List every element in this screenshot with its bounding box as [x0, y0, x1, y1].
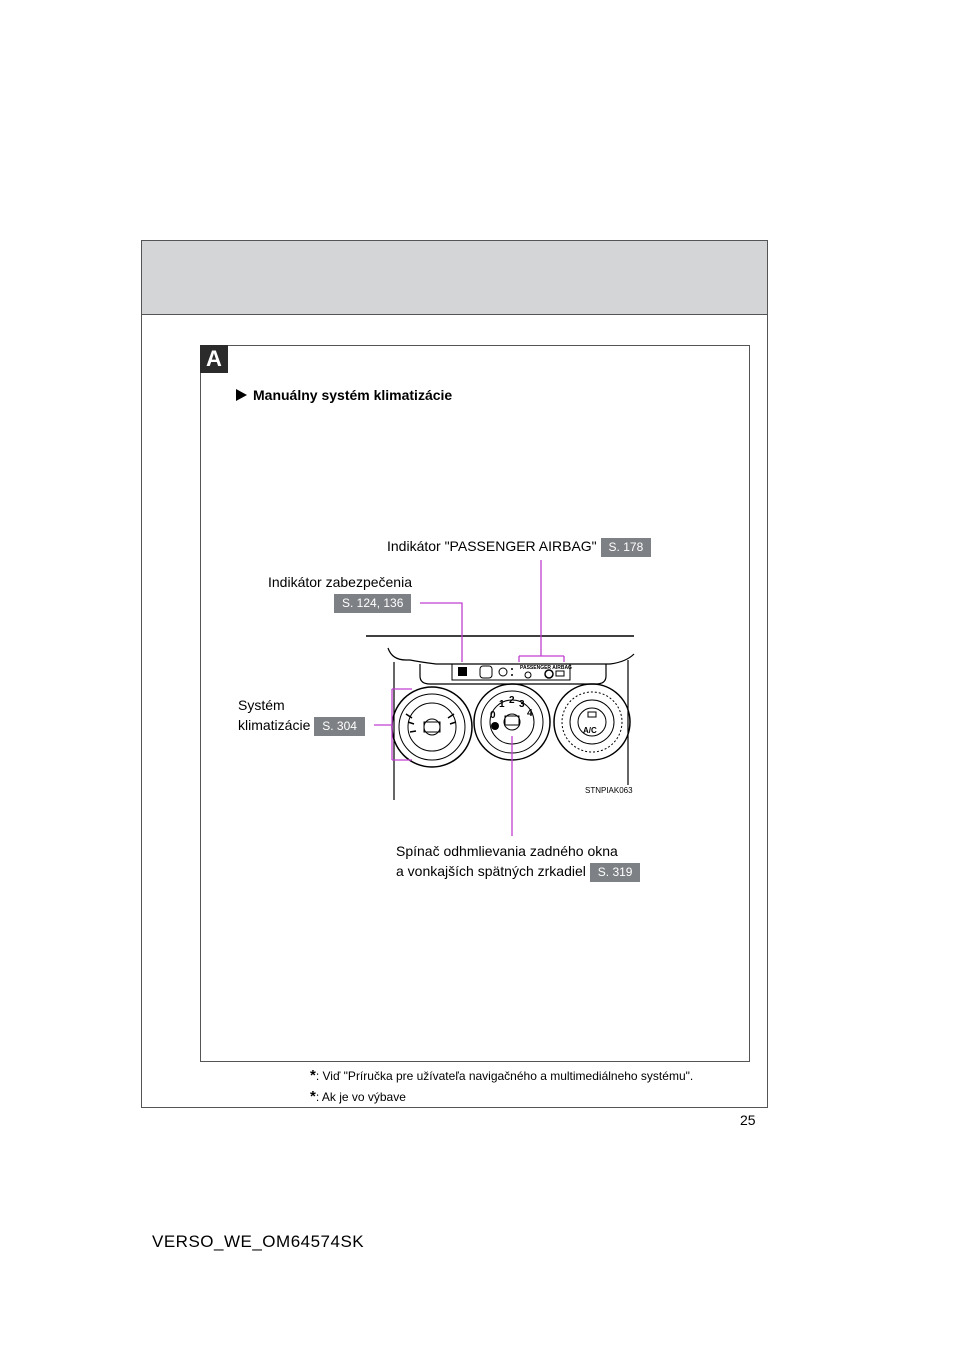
callout-climate-line2: klimatizácie [238, 717, 311, 733]
section-letter: A [200, 345, 228, 373]
triangle-bullet-icon [236, 389, 247, 401]
callout-defogger-line1: Spínač odhmlievania zadného okna [396, 843, 618, 859]
ref-badge-defogger: S. 319 [589, 862, 641, 882]
section-heading: Manuálny systém klimatizácie [236, 387, 452, 403]
heading-text: Manuálny systém klimatizácie [253, 387, 453, 403]
header-band [142, 241, 767, 315]
page-number: 25 [740, 1112, 756, 1128]
callout-defogger-line2: a vonkajších spätných zrkadiel [396, 863, 586, 879]
page-frame [141, 240, 768, 1108]
ref-badge-airbag: S. 178 [600, 537, 652, 557]
footnote-1: *: Viď "Príručka pre užívateľa navigačné… [310, 1067, 693, 1084]
footnote-2-mark: * [310, 1088, 316, 1105]
callout-security-label: Indikátor zabezpečenia [268, 574, 412, 590]
footnote-2-text: : Ak je vo výbave [315, 1090, 406, 1104]
footnote-2: *: Ak je vo výbave [310, 1088, 406, 1105]
callout-security-ref-wrap: S. 124, 136 [334, 593, 412, 613]
section-box [200, 345, 750, 1062]
document-code: VERSO_WE_OM64574SK [152, 1232, 365, 1251]
footnote-1-text: : Viď "Príručka pre užívateľa navigačnéh… [315, 1069, 694, 1083]
callout-defogger: a vonkajších spätných zrkadiel S. 319 [396, 862, 641, 882]
callout-airbag: Indikátor "PASSENGER AIRBAG" S. 178 [387, 537, 652, 557]
callout-airbag-label: Indikátor "PASSENGER AIRBAG" [387, 538, 597, 554]
callout-climate-line1: Systém [238, 697, 285, 713]
ref-badge-climate: S. 304 [314, 716, 365, 736]
footnote-1-mark: * [310, 1067, 316, 1084]
callout-climate: klimatizácie S. 304 [238, 716, 365, 736]
ref-badge-security: S. 124, 136 [334, 593, 412, 613]
